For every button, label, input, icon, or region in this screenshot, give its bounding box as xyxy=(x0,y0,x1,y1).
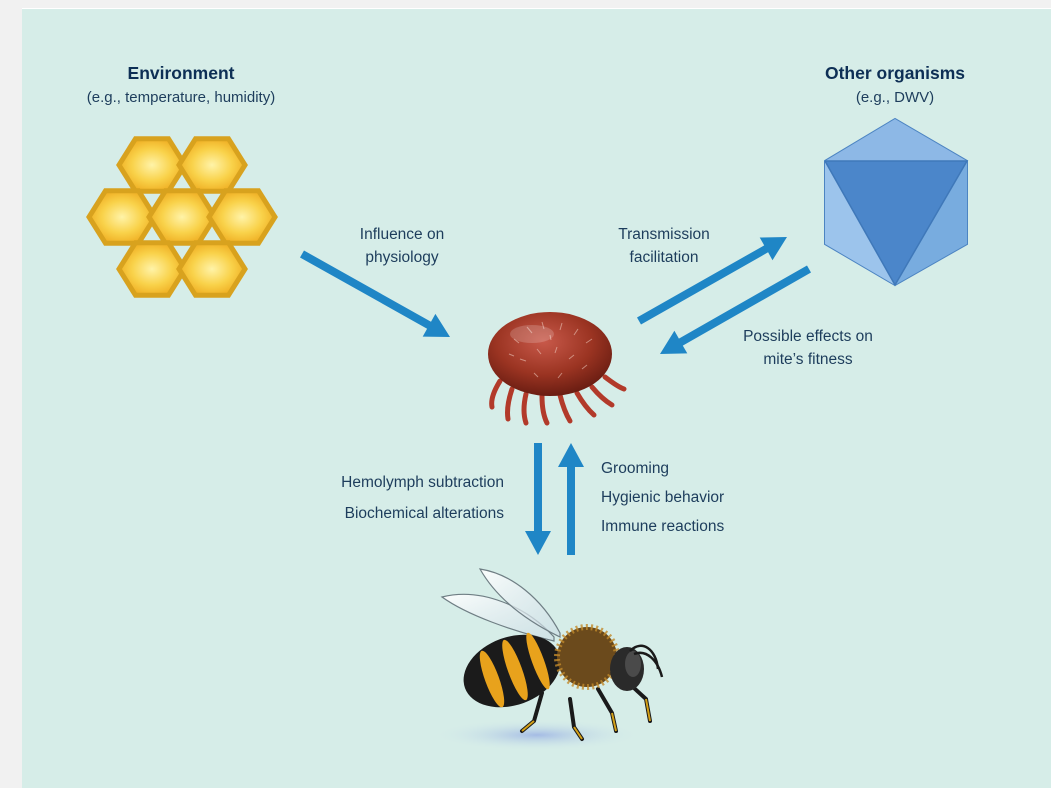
label-line: Possible effects on xyxy=(743,325,873,348)
label-line: Hygienic behavior xyxy=(601,483,724,512)
honeycomb-cell xyxy=(149,191,215,244)
environment-title: Environment xyxy=(128,62,235,85)
label-possible-effects: Possible effects on mite’s fitness xyxy=(743,325,873,371)
label-line: Transmission xyxy=(618,223,710,246)
other-organisms-title: Other organisms xyxy=(825,62,965,85)
label-mite-effects-on-bee: Hemolymph subtraction Biochemical altera… xyxy=(284,467,504,529)
honeycomb-icon xyxy=(89,139,275,296)
label-line: Influence on xyxy=(360,223,444,246)
label-line: physiology xyxy=(360,246,444,269)
label-transmission-facilitation: Transmission facilitation xyxy=(618,223,710,269)
honeycomb-cell xyxy=(119,243,185,296)
honeycomb-cell xyxy=(89,191,155,244)
honeycomb-cell xyxy=(119,139,185,192)
label-line: Hemolymph subtraction xyxy=(284,467,504,498)
label-line: mite’s fitness xyxy=(743,348,873,371)
arrow-mite-to-bee xyxy=(525,443,551,555)
honeycomb-cell xyxy=(179,139,245,192)
arrow-bee-to-mite xyxy=(558,443,584,555)
environment-subtitle: (e.g., temperature, humidity) xyxy=(87,86,275,109)
honeycomb-cell xyxy=(209,191,275,244)
mite-icon xyxy=(488,312,624,423)
label-line: Immune reactions xyxy=(601,512,724,541)
diagram-canvas xyxy=(22,9,1051,788)
label-bee-defenses: Grooming Hygienic behavior Immune reacti… xyxy=(601,454,724,541)
honeycomb-cell xyxy=(179,243,245,296)
label-line: facilitation xyxy=(618,246,710,269)
label-line: Biochemical alterations xyxy=(284,498,504,529)
label-influence-on-physiology: Influence on physiology xyxy=(360,223,444,269)
other-organisms-subtitle: (e.g., DWV) xyxy=(856,86,934,109)
bee-icon xyxy=(432,569,662,751)
label-line: Grooming xyxy=(601,454,724,483)
virus-icon xyxy=(825,119,967,285)
diagram-panel: Environment (e.g., temperature, humidity… xyxy=(22,8,1051,788)
